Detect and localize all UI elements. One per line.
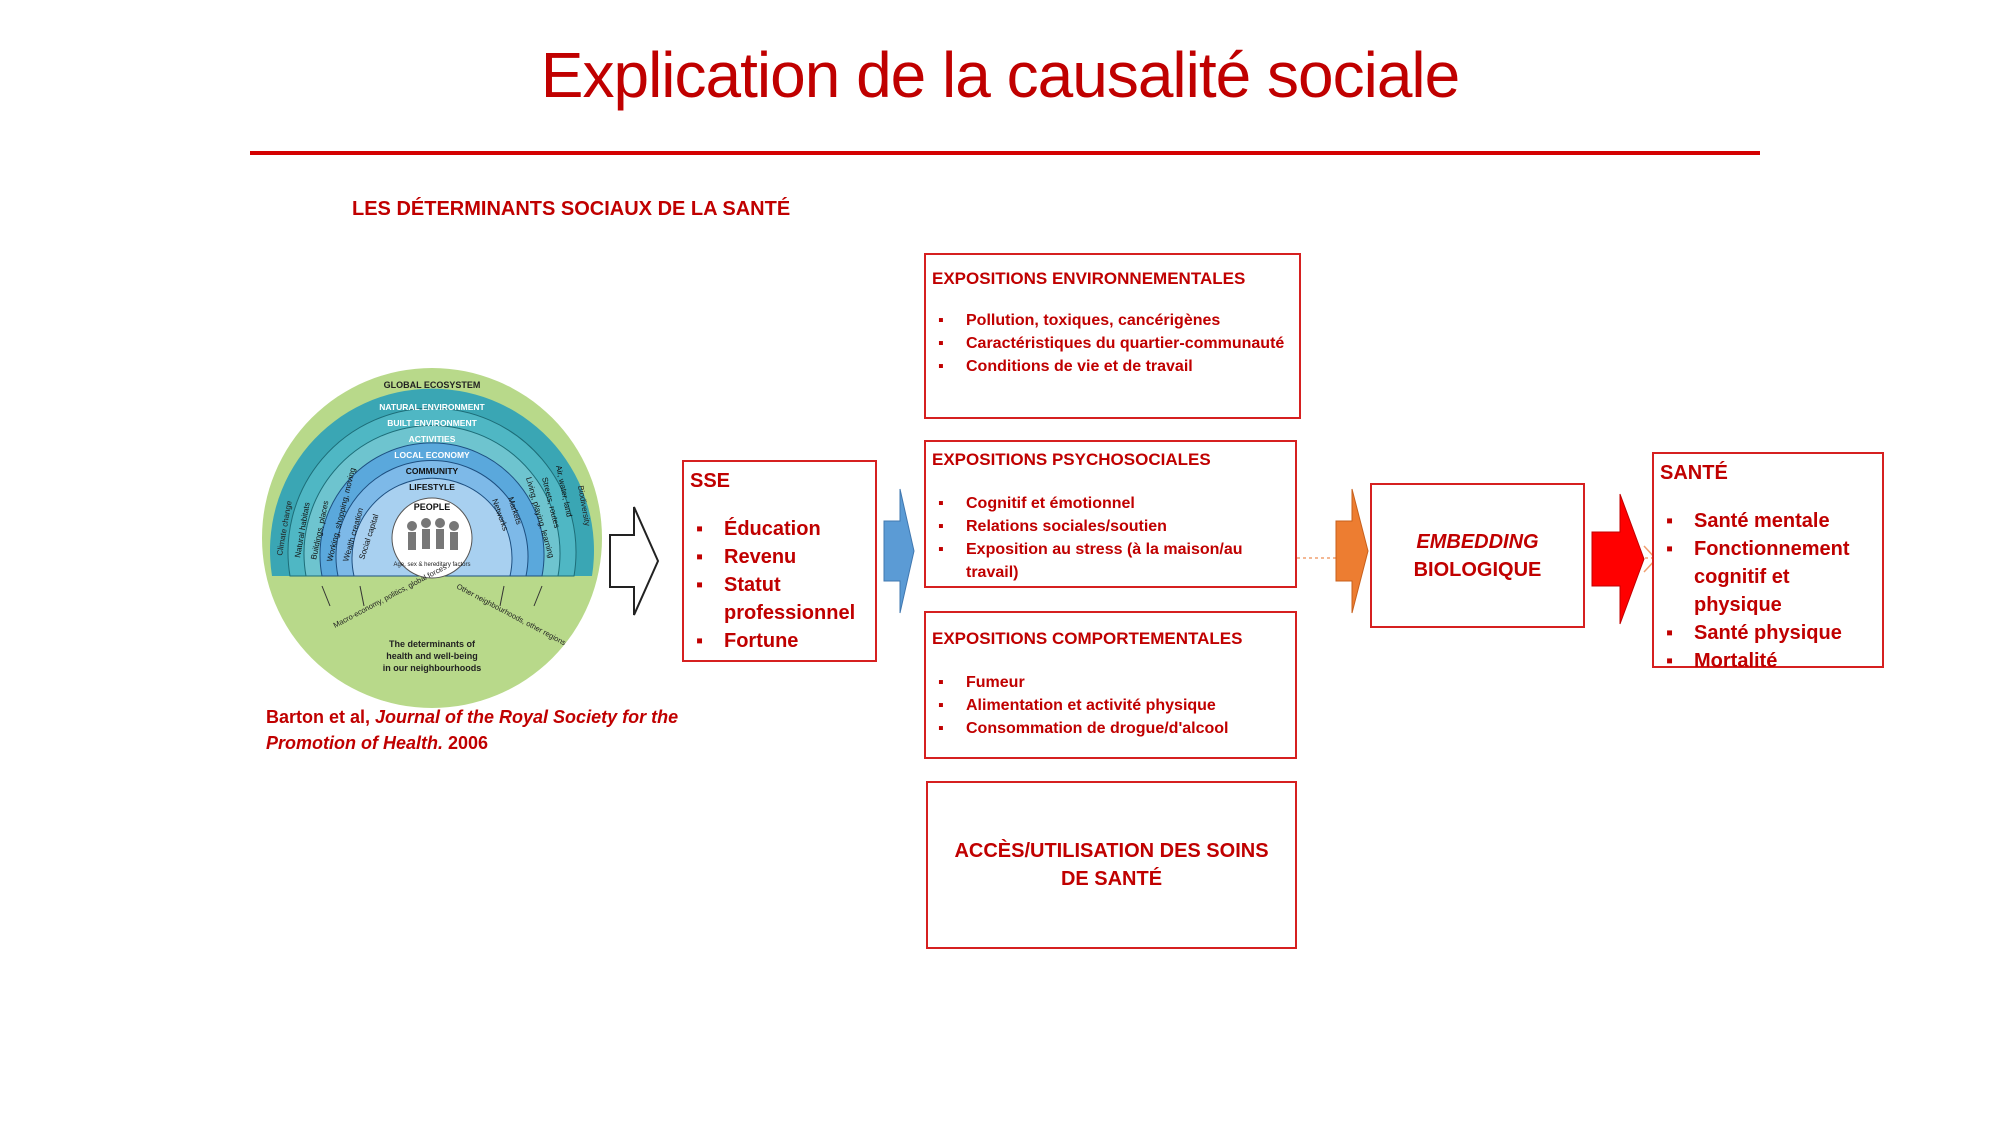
embedding-line2: BIOLOGIQUE [1413, 558, 1542, 581]
behav-item: Fumeur [932, 671, 1289, 694]
ring-label-built: BUILT ENVIRONMENT [387, 418, 477, 428]
wheel-small-arrows [321, 585, 543, 607]
access-care-box: ACCÈS/UTILISATION DES SOINS DE SANTÉ [926, 781, 1297, 949]
citation-authors: Barton et al, [266, 707, 376, 727]
ring-label-natural: NATURAL ENVIRONMENT [379, 402, 485, 412]
behav-title: EXPOSITIONS COMPORTEMENTALES [932, 629, 1243, 648]
psycho-title: EXPOSITIONS PSYCHOSOCIALES [932, 450, 1211, 469]
psycho-item: Relations sociales/soutien [932, 515, 1289, 538]
psycho-list: Cognitif et émotionnel Relations sociale… [932, 492, 1289, 584]
citation-journal: Journal of the Royal Society for the Pro… [266, 707, 679, 753]
sante-item: Santé physique [1660, 619, 1876, 647]
orange-arrow-icon [1335, 488, 1369, 614]
title-divider [250, 151, 1760, 155]
wheel-caption-line-0: The determinants of [389, 639, 476, 649]
psycho-item: Cognitif et émotionnel [932, 492, 1289, 515]
ring-label-activities: ACTIVITIES [409, 434, 456, 444]
wheel-caption-line-1: health and well-being [386, 651, 478, 661]
white-arrow-icon [609, 506, 660, 616]
embedding-line1: EMBEDDING [1416, 530, 1539, 553]
sse-box: SSE Éducation Revenu Statut professionne… [682, 460, 877, 662]
psycho-item: Exposition au stress (à la maison/au tra… [932, 538, 1289, 584]
env-list: Pollution, toxiques, cancérigènes Caract… [932, 309, 1293, 378]
env-item: Caractéristiques du quartier-communauté [932, 332, 1293, 355]
determinants-wheel: GLOBAL ECOSYSTEM NATURAL ENVIRONMENT BUI… [262, 368, 602, 708]
wheel-rings [270, 388, 594, 579]
citation: Barton et al, Journal of the Royal Socie… [266, 704, 706, 756]
behav-exposure-box: EXPOSITIONS COMPORTEMENTALES Fumeur Alim… [924, 611, 1297, 759]
wheel-caption-line-2: in our neighbourhoods [383, 663, 482, 673]
ring-label-economy: LOCAL ECONOMY [394, 450, 470, 460]
env-title: EXPOSITIONS ENVIRONNEMENTALES [932, 269, 1246, 288]
sse-item: Fortune [690, 627, 869, 655]
citation-year: 2006 [443, 733, 489, 753]
sante-item: Mortalité [1660, 647, 1876, 675]
ring-label-community: COMMUNITY [406, 466, 459, 476]
people-sub-label: Age, sex & hereditary factors [393, 562, 470, 568]
blue-arrow-icon [883, 488, 915, 614]
sante-item: Santé mentale [1660, 507, 1876, 535]
behav-item: Alimentation et activité physique [932, 694, 1289, 717]
sse-title: SSE [690, 470, 731, 492]
env-item: Conditions de vie et de travail [932, 355, 1293, 378]
sante-item: Fonctionnement cognitif et physique [1660, 535, 1876, 619]
env-exposure-box: EXPOSITIONS ENVIRONNEMENTALES Pollution,… [924, 253, 1301, 419]
psycho-exposure-box: EXPOSITIONS PSYCHOSOCIALES Cognitif et é… [924, 440, 1297, 588]
sse-item: Éducation [690, 515, 869, 543]
red-arrow-icon [1591, 493, 1658, 625]
sante-title: SANTÉ [1660, 462, 1728, 484]
behav-list: Fumeur Alimentation et activité physique… [932, 671, 1289, 740]
sante-box: SANTÉ Santé mentale Fonctionnement cogni… [1652, 452, 1884, 675]
ring-label-global: GLOBAL ECOSYSTEM [384, 380, 481, 390]
ring-label-people: PEOPLE [414, 502, 451, 512]
sse-item: Revenu [690, 543, 869, 571]
sante-list: Santé mentale Fonctionnement cognitif et… [1660, 507, 1876, 675]
ring-label-lifestyle: LIFESTYLE [409, 482, 455, 492]
sse-list: Éducation Revenu Statut professionnel Fo… [690, 515, 869, 655]
env-item: Pollution, toxiques, cancérigènes [932, 309, 1293, 332]
sse-item: Statut professionnel [690, 571, 869, 627]
page-title: Explication de la causalité sociale [540, 39, 1460, 111]
people-icon [407, 518, 459, 550]
access-text: ACCÈS/UTILISATION DES SOINS DE SANTÉ [954, 840, 1269, 890]
section-subtitle: LES DÉTERMINANTS SOCIAUX DE LA SANTÉ [352, 198, 791, 220]
embedding-box: EMBEDDING BIOLOGIQUE [1370, 483, 1585, 628]
behav-item: Consommation de drogue/d'alcool [932, 717, 1289, 740]
